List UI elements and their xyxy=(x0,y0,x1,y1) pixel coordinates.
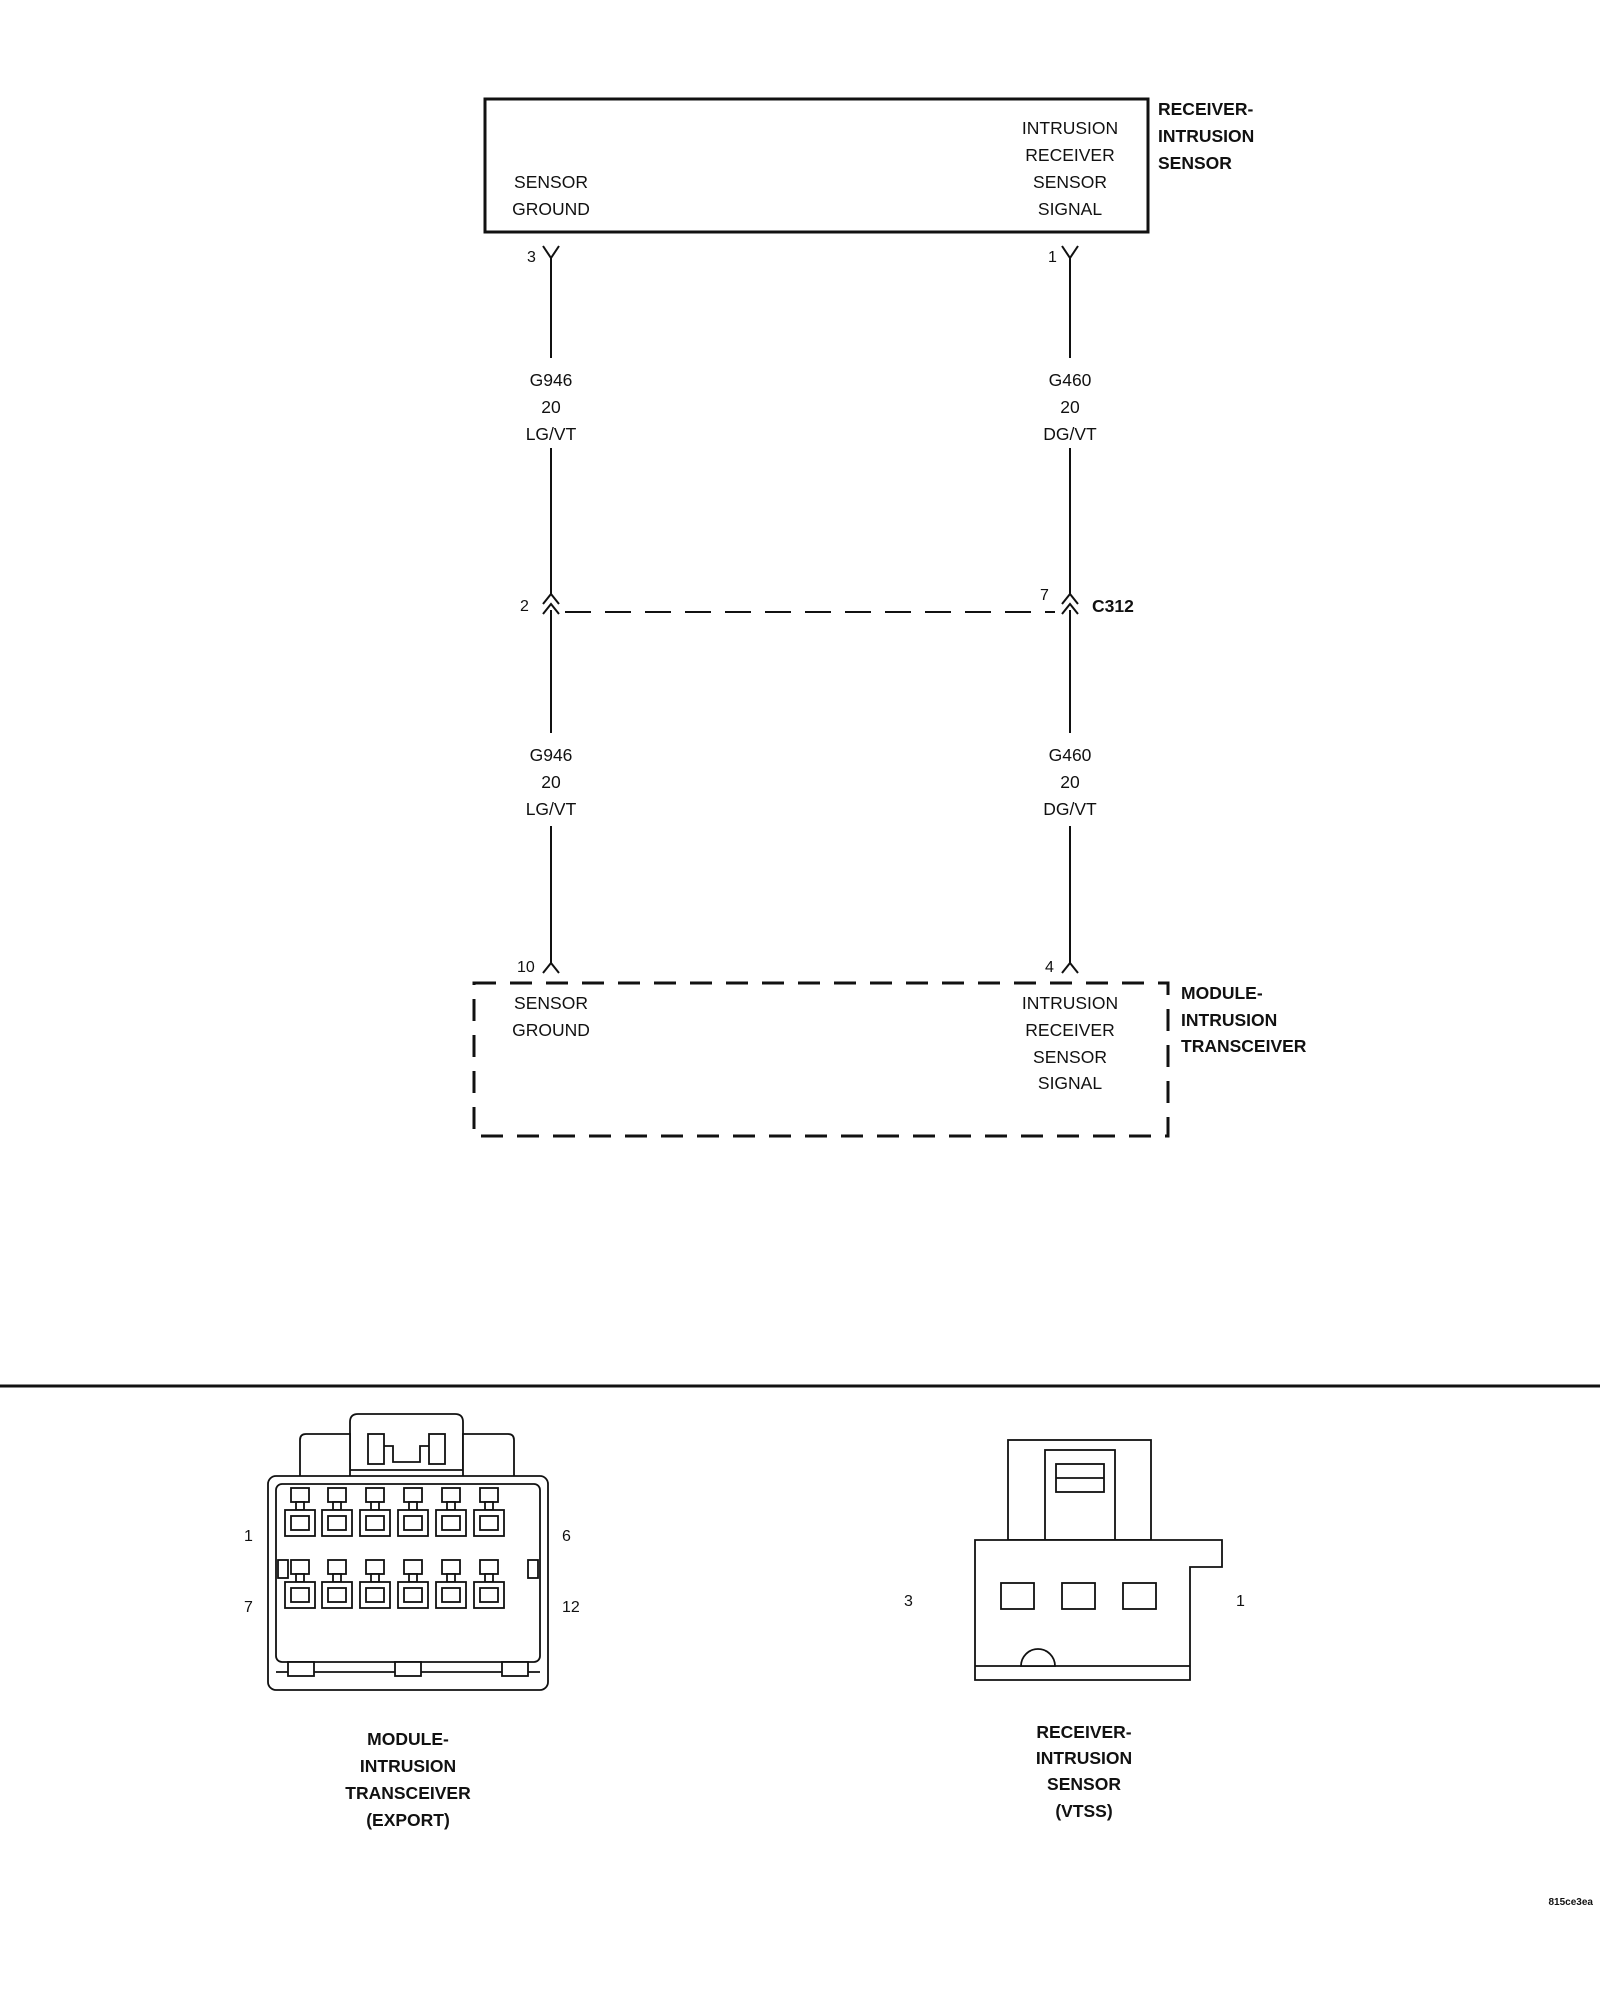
receiver-caption-line-2: INTRUSION xyxy=(1036,1748,1132,1768)
wire-gauge-label: 20 xyxy=(541,772,561,792)
module-transceiver-title: MODULE- INTRUSION TRANSCEIVER xyxy=(1181,983,1307,1056)
module-connector-caption: MODULE- INTRUSION TRANSCEIVER (EXPORT) xyxy=(345,1729,471,1830)
receiver-title-line-1: RECEIVER- xyxy=(1158,99,1253,119)
module-pin-10-label: 10 xyxy=(517,959,535,976)
module-view-pin-1: 1 xyxy=(244,1528,253,1545)
module-caption-line-4: (EXPORT) xyxy=(366,1810,450,1830)
receiver-pin-3-label: 3 xyxy=(527,249,536,266)
receiver-pin-3-terminal xyxy=(542,245,560,260)
receiver-title-line-3: SENSOR xyxy=(1158,153,1232,173)
figure-code: 815ce3ea xyxy=(1549,1897,1594,1908)
module-pin-4-terminal xyxy=(1061,961,1079,974)
module-signal-label: INTRUSION RECEIVER SENSOR SIGNAL xyxy=(1022,993,1118,1093)
receiver-caption-line-1: RECEIVER- xyxy=(1036,1722,1131,1742)
receiver-signal-line-4: SIGNAL xyxy=(1038,199,1102,219)
module-signal-line-4: SIGNAL xyxy=(1038,1073,1102,1093)
receiver-caption-line-3: SENSOR xyxy=(1047,1774,1121,1794)
module-transceiver-box xyxy=(472,981,1170,1138)
module-cavity-9 xyxy=(359,1559,391,1609)
wire-gauge-label: 20 xyxy=(1060,397,1080,417)
c312-pin-7-label: 7 xyxy=(1040,587,1049,604)
module-view-pin-6: 6 xyxy=(562,1528,571,1545)
wire-color-label: DG/VT xyxy=(1043,799,1097,819)
receiver-ground-line-1: SENSOR xyxy=(514,172,588,192)
c312-pin-2-label: 2 xyxy=(520,598,529,615)
wire-circuit-label: G460 xyxy=(1049,745,1092,765)
module-cavity-7 xyxy=(284,1559,316,1609)
wire-gauge-label: 20 xyxy=(541,397,561,417)
receiver-ground-label: SENSOR GROUND xyxy=(512,172,590,219)
module-ground-label: SENSOR GROUND xyxy=(512,993,590,1040)
receiver-pin-1-terminal xyxy=(1061,245,1079,260)
module-signal-line-3: SENSOR xyxy=(1033,1047,1107,1067)
module-cavity-5 xyxy=(435,1487,467,1537)
receiver-signal-line-2: RECEIVER xyxy=(1025,145,1114,165)
receiver-ground-line-2: GROUND xyxy=(512,199,590,219)
receiver-connector-view xyxy=(974,1439,1223,1681)
module-connector-view xyxy=(267,1413,549,1691)
receiver-title-line-2: INTRUSION xyxy=(1158,126,1254,146)
module-cavity-10 xyxy=(397,1559,429,1609)
receiver-signal-line-3: SENSOR xyxy=(1033,172,1107,192)
module-cavity-4 xyxy=(397,1487,429,1537)
receiver-connector-caption: RECEIVER- INTRUSION SENSOR (VTSS) xyxy=(1036,1722,1132,1821)
module-cavity-8 xyxy=(321,1559,353,1609)
wire-color-label: LG/VT xyxy=(526,424,577,444)
wire-circuit-label: G946 xyxy=(530,370,573,390)
module-caption-line-2: INTRUSION xyxy=(360,1756,456,1776)
module-view-pin-12: 12 xyxy=(562,1599,580,1616)
wire-color-label: LG/VT xyxy=(526,799,577,819)
c312-left-terminal xyxy=(542,592,560,615)
receiver-pin-1-label: 1 xyxy=(1048,249,1057,266)
receiver-view-pin-1: 1 xyxy=(1236,1593,1245,1610)
module-connector-cavities xyxy=(284,1487,505,1609)
module-cavity-2 xyxy=(321,1487,353,1537)
module-caption-line-1: MODULE- xyxy=(367,1729,449,1749)
receiver-signal-label: INTRUSION RECEIVER SENSOR SIGNAL xyxy=(1022,118,1118,219)
module-pin-10-terminal xyxy=(542,961,560,974)
module-title-line-1: MODULE- xyxy=(1181,983,1263,1003)
wire-gauge-label: 20 xyxy=(1060,772,1080,792)
c312-right-terminal xyxy=(1061,592,1079,615)
c312-connector-name: C312 xyxy=(1092,596,1134,616)
receiver-signal-line-1: INTRUSION xyxy=(1022,118,1118,138)
module-cavity-6 xyxy=(473,1487,505,1537)
module-signal-line-1: INTRUSION xyxy=(1022,993,1118,1013)
module-view-pin-7: 7 xyxy=(244,1599,253,1616)
module-cavity-11 xyxy=(435,1559,467,1609)
receiver-sensor-title: RECEIVER- INTRUSION SENSOR xyxy=(1158,99,1254,173)
module-cavity-1 xyxy=(284,1487,316,1537)
receiver-view-pin-3: 3 xyxy=(904,1593,913,1610)
wire-circuit-label: G460 xyxy=(1049,370,1092,390)
receiver-sensor-box xyxy=(483,97,1150,234)
module-ground-line-1: SENSOR xyxy=(514,993,588,1013)
module-title-line-3: TRANSCEIVER xyxy=(1181,1036,1307,1056)
module-ground-line-2: GROUND xyxy=(512,1020,590,1040)
module-pin-4-label: 4 xyxy=(1045,959,1054,976)
module-cavity-12 xyxy=(473,1559,505,1609)
module-cavity-3 xyxy=(359,1487,391,1537)
receiver-caption-line-4: (VTSS) xyxy=(1055,1801,1112,1821)
module-caption-line-3: TRANSCEIVER xyxy=(345,1783,471,1803)
module-title-line-2: INTRUSION xyxy=(1181,1010,1277,1030)
wire-circuit-label: G946 xyxy=(530,745,573,765)
module-signal-line-2: RECEIVER xyxy=(1025,1020,1114,1040)
wire-color-label: DG/VT xyxy=(1043,424,1097,444)
